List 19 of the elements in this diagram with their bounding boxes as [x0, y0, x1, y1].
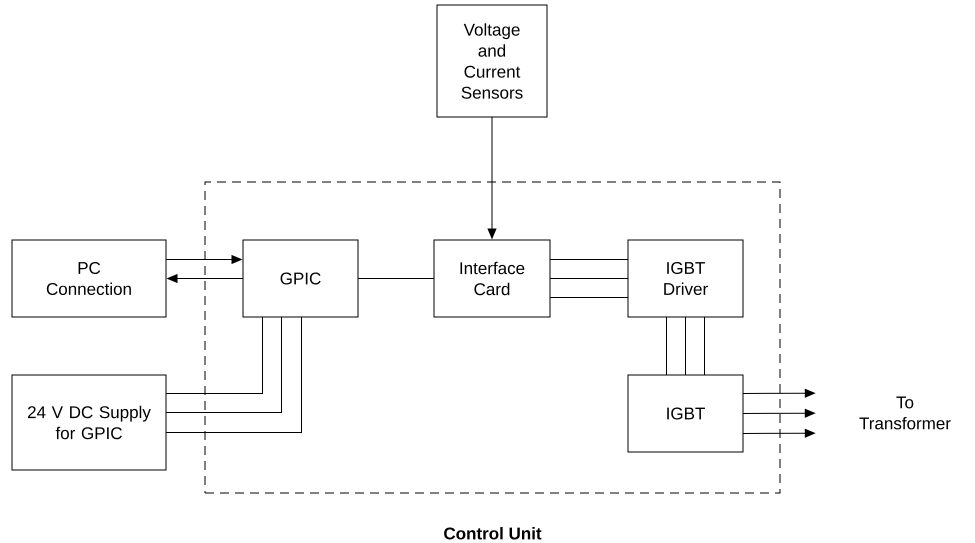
- connector: [685, 317, 686, 375]
- connector: [166, 317, 302, 433]
- block-box: Interface Card: [434, 240, 550, 318]
- block-box: Voltage and Current Sensors: [436, 4, 548, 118]
- connector: [550, 278, 628, 279]
- connector: [550, 259, 628, 260]
- block-box: IGBT: [628, 374, 744, 452]
- connector: [166, 317, 263, 394]
- block-box: PC Connection: [12, 240, 166, 318]
- connector: [666, 317, 667, 375]
- connector: [704, 317, 705, 375]
- output-label: To Transformer: [859, 396, 951, 430]
- connector: [358, 278, 434, 279]
- node-label: Control Unit: [444, 527, 542, 540]
- block-box: IGBT Driver: [628, 240, 744, 318]
- block-box: GPIC: [242, 240, 358, 318]
- connector: [166, 317, 282, 413]
- connector: [550, 297, 628, 298]
- block-box: 24 V DC Supply for GPIC: [12, 374, 166, 470]
